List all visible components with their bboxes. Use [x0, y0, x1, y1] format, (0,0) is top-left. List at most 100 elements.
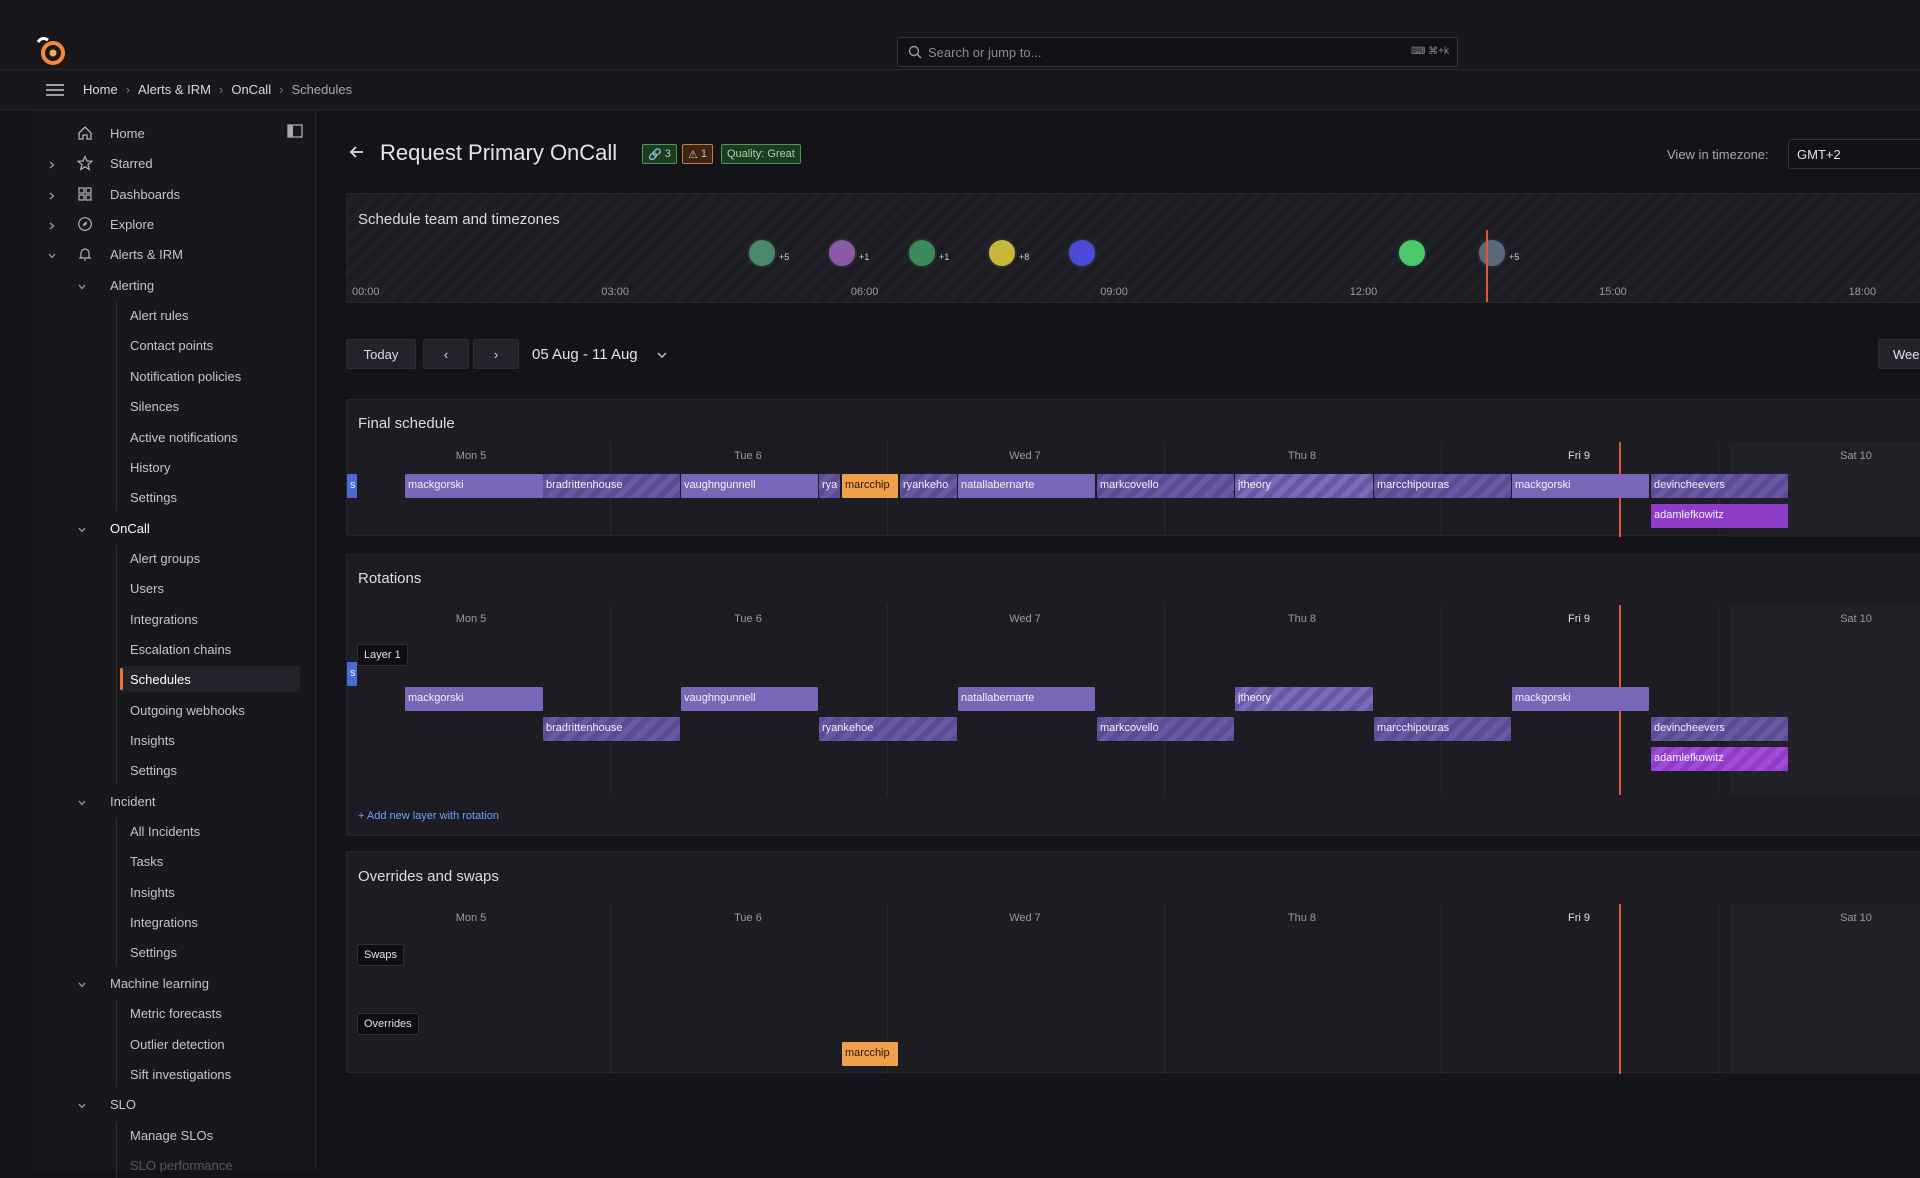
next-week-button[interactable]: ›: [473, 339, 519, 369]
shift-slot[interactable]: adamlefkowitz: [1651, 747, 1788, 771]
shift-slot[interactable]: markcovello: [1097, 474, 1234, 498]
warning-badge[interactable]: ⚠1: [682, 144, 713, 164]
chevron-right-icon[interactable]: [47, 158, 57, 169]
shift-slot[interactable]: rya: [819, 474, 840, 498]
team-member-avatar[interactable]: [747, 238, 777, 268]
team-member-avatar[interactable]: [1067, 238, 1097, 268]
shift-slot[interactable]: ryankeho: [900, 474, 957, 498]
overrides-label[interactable]: Overrides: [357, 1013, 419, 1035]
shift-slot[interactable]: natallabernarte: [958, 687, 1095, 711]
sidebar-item-alerts-irm[interactable]: Alerts & IRM: [42, 241, 286, 267]
shift-slot[interactable]: marcchipouras: [1374, 474, 1511, 498]
sidebar-item-tasks[interactable]: Tasks: [120, 848, 300, 874]
sidebar-item-alerting[interactable]: Alerting: [42, 272, 286, 298]
chevron-right-icon[interactable]: [47, 189, 57, 200]
shift-slot[interactable]: natallabernarte: [958, 474, 1095, 498]
shift-slot[interactable]: bradrittenhouse: [543, 717, 680, 741]
sidebar-item-contact-points[interactable]: Contact points: [120, 332, 300, 358]
sidebar-item-settings[interactable]: Settings: [120, 484, 300, 510]
breadcrumb-home[interactable]: Home: [83, 82, 118, 97]
shift-slot[interactable]: jtheory: [1235, 474, 1373, 498]
shift-slot[interactable]: ryankehoe: [819, 717, 957, 741]
sidebar-item-alert-rules[interactable]: Alert rules: [120, 302, 300, 328]
sidebar-item-settings[interactable]: Settings: [120, 757, 300, 783]
sidebar-item-machine-learning[interactable]: Machine learning: [42, 970, 286, 996]
sidebar-item-escalation-chains[interactable]: Escalation chains: [120, 636, 300, 662]
sidebar-item-slo[interactable]: SLO: [42, 1091, 286, 1117]
chevron-right-icon[interactable]: [47, 219, 57, 230]
chevron-down-icon[interactable]: [47, 249, 57, 259]
today-button[interactable]: Today: [346, 339, 416, 369]
shift-slot[interactable]: marcchip: [842, 474, 898, 498]
sidebar-item-explore[interactable]: Explore: [42, 211, 286, 237]
grafana-logo-icon[interactable]: [34, 34, 68, 68]
shift-slot[interactable]: vaughngunnell: [681, 687, 818, 711]
chevron-down-icon[interactable]: [657, 351, 667, 359]
shift-slot[interactable]: mackgorski: [1512, 474, 1649, 498]
sidebar-item-oncall[interactable]: OnCall: [42, 515, 286, 541]
timezone-select[interactable]: GMT+2: [1788, 139, 1920, 169]
shift-slot[interactable]: adamlefkowitz: [1651, 504, 1788, 528]
chevron-down-icon[interactable]: [77, 796, 87, 806]
sidebar-item-integrations[interactable]: Integrations: [120, 606, 300, 632]
shift-slot[interactable]: mackgorski: [1512, 687, 1649, 711]
sidebar-item-integrations[interactable]: Integrations: [120, 909, 300, 935]
team-member-avatar[interactable]: [1397, 238, 1427, 268]
shift-slot[interactable]: s: [347, 662, 357, 686]
sidebar-item-history[interactable]: History: [120, 454, 300, 480]
sidebar-item-incident[interactable]: Incident: [42, 788, 286, 814]
team-member-avatar[interactable]: [987, 238, 1017, 268]
team-member-avatar[interactable]: [827, 238, 857, 268]
team-member-avatar[interactable]: [907, 238, 937, 268]
sidebar-item-dashboards[interactable]: Dashboards: [42, 181, 286, 207]
breadcrumb-alerts-irm[interactable]: Alerts & IRM: [138, 82, 211, 97]
shift-slot[interactable]: markcovello: [1097, 717, 1234, 741]
team-member-avatar[interactable]: [1477, 238, 1507, 268]
sidebar-item-active-notifications[interactable]: Active notifications: [120, 424, 300, 450]
back-arrow-icon[interactable]: [348, 143, 366, 161]
shift-slot[interactable]: s: [347, 474, 357, 498]
shift-slot[interactable]: devincheevers: [1651, 717, 1788, 741]
sidebar-item-home[interactable]: Home: [42, 120, 286, 146]
sidebar-item-sift-investigations[interactable]: Sift investigations: [120, 1061, 300, 1087]
breadcrumb-oncall[interactable]: OnCall: [231, 82, 272, 97]
week-view-button[interactable]: Week: [1878, 339, 1920, 369]
shift-slot[interactable]: jtheory: [1235, 687, 1373, 711]
sidebar-item-insights[interactable]: Insights: [120, 879, 300, 905]
quality-badge[interactable]: Quality: Great: [721, 144, 801, 164]
dock-menu-icon[interactable]: [287, 124, 303, 138]
chevron-down-icon[interactable]: [77, 1099, 87, 1109]
shift-slot[interactable]: marcchip: [842, 1042, 898, 1066]
chevron-down-icon[interactable]: [77, 978, 87, 988]
shift-slot[interactable]: mackgorski: [405, 687, 543, 711]
sidebar-item-schedules[interactable]: Schedules: [120, 666, 300, 693]
layer-1-label[interactable]: Layer 1: [357, 644, 408, 666]
shift-slot[interactable]: marcchipouras: [1374, 717, 1511, 741]
chevron-down-icon[interactable]: [77, 280, 87, 290]
hamburger-menu-icon[interactable]: [45, 82, 65, 98]
search-input[interactable]: Search or jump to... ⌨ ⌘+k: [897, 37, 1458, 67]
sidebar-item-silences[interactable]: Silences: [120, 393, 300, 419]
sidebar-item-users[interactable]: Users: [120, 575, 300, 601]
sidebar-item-metric-forecasts[interactable]: Metric forecasts: [120, 1000, 300, 1026]
sidebar-item-outlier-detection[interactable]: Outlier detection: [120, 1031, 300, 1057]
sidebar-item-alert-groups[interactable]: Alert groups: [120, 545, 300, 571]
sidebar-item-notification-policies[interactable]: Notification policies: [120, 363, 300, 389]
swaps-label[interactable]: Swaps: [357, 944, 405, 966]
sidebar-item-all-incidents[interactable]: All Incidents: [120, 818, 300, 844]
sidebar-item-slo-performance[interactable]: SLO performance: [120, 1152, 300, 1178]
add-layer-link[interactable]: + Add new layer with rotation: [358, 810, 499, 822]
sidebar-item-outgoing-webhooks[interactable]: Outgoing webhooks: [120, 697, 300, 723]
shift-slot[interactable]: devincheevers: [1651, 474, 1788, 498]
linked-badge[interactable]: 🔗3: [642, 144, 677, 164]
sidebar-item-insights[interactable]: Insights: [120, 727, 300, 753]
date-range-label[interactable]: 05 Aug - 11 Aug: [532, 346, 638, 363]
shift-slot[interactable]: vaughngunnell: [681, 474, 818, 498]
sidebar-item-starred[interactable]: Starred: [42, 150, 286, 176]
sidebar-item-settings[interactable]: Settings: [120, 939, 300, 965]
sidebar-item-manage-slos[interactable]: Manage SLOs: [120, 1122, 300, 1148]
previous-week-button[interactable]: ‹: [423, 339, 469, 369]
chevron-down-icon[interactable]: [77, 523, 87, 533]
shift-slot[interactable]: bradrittenhouse: [543, 474, 680, 498]
shift-slot[interactable]: mackgorski: [405, 474, 543, 498]
